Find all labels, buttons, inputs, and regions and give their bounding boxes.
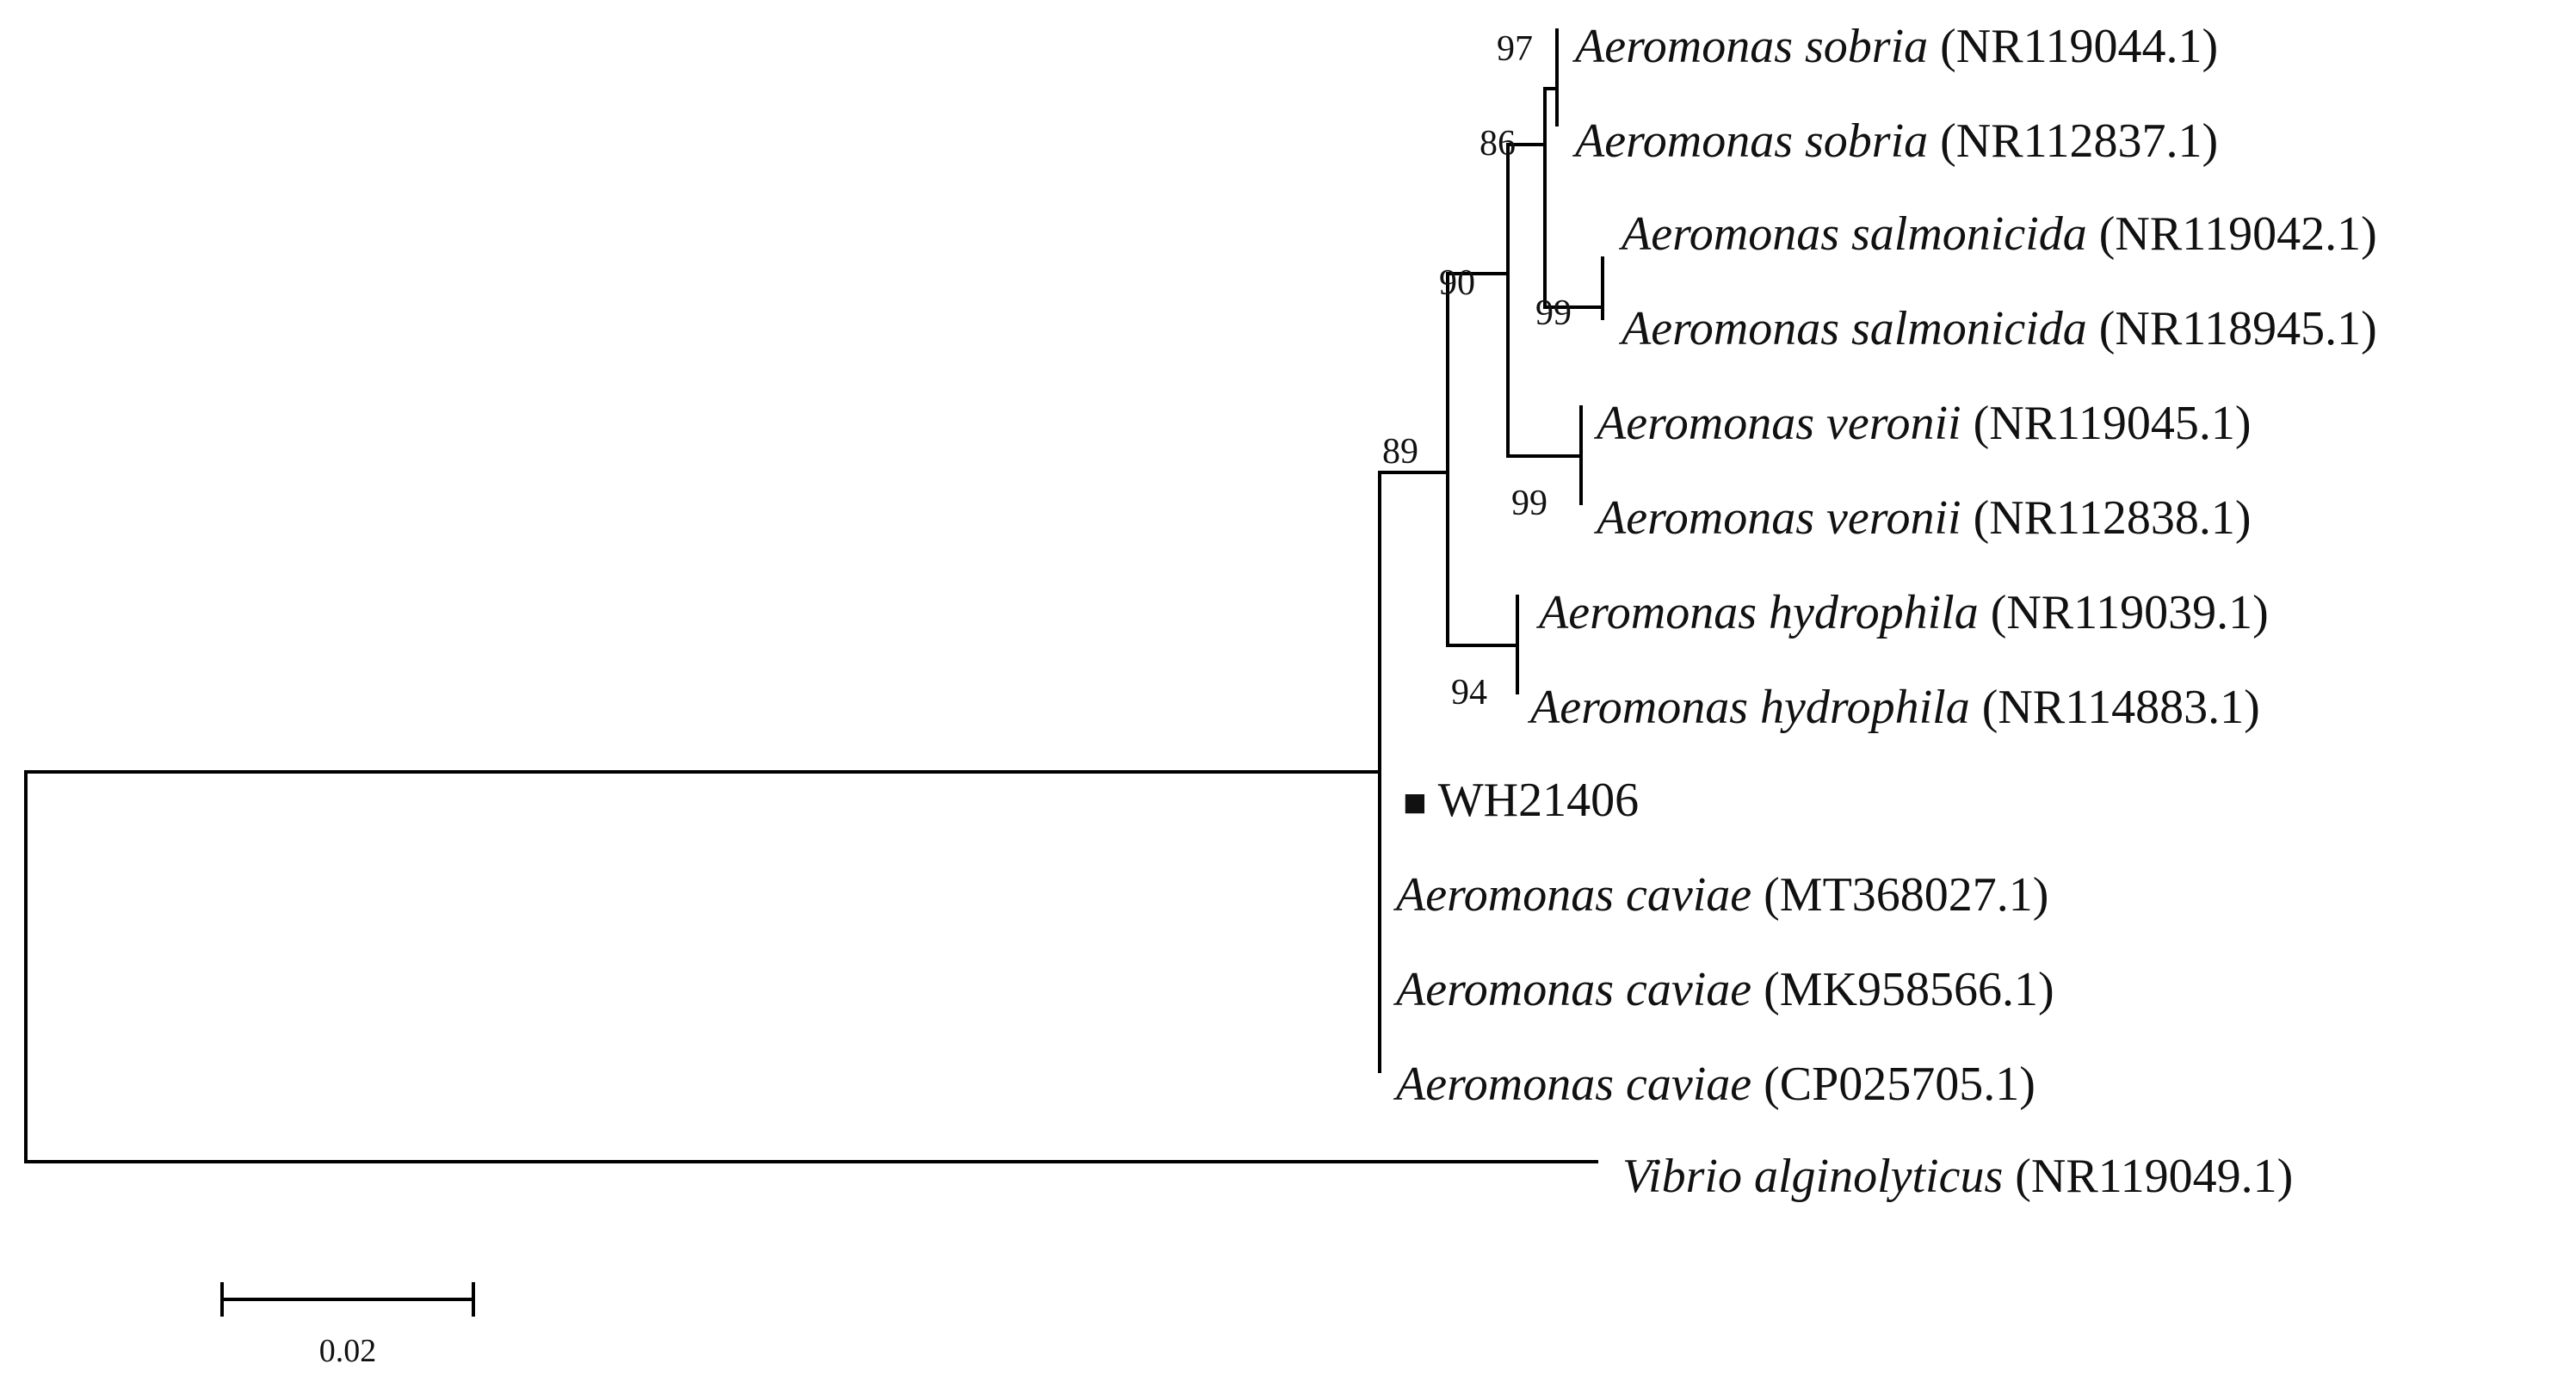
- bootstrap-value: 94: [1451, 673, 1487, 713]
- bootstrap-values: 97 86 99 90 99 89 94: [1382, 29, 1572, 713]
- bootstrap-value: 90: [1439, 263, 1475, 303]
- taxon-label: Aeromonas sobria (NR112837.1): [1572, 114, 2218, 168]
- scale-bar: 0.02: [220, 1282, 475, 1369]
- bootstrap-value: 99: [1511, 484, 1547, 523]
- taxon-label: Aeromonas caviae (MT368027.1): [1393, 868, 2048, 922]
- taxon-label: Aeromonas salmonicida (NR118945.1): [1618, 302, 2377, 355]
- taxon-label: Aeromonas hydrophila (NR119039.1): [1535, 586, 2269, 639]
- taxon-label: Aeromonas veronii (NR119045.1): [1593, 397, 2252, 450]
- taxon-label: Aeromonas hydrophila (NR114883.1): [1527, 681, 2260, 734]
- bootstrap-value: 97: [1497, 29, 1533, 69]
- taxon-labels: Aeromonas sobria (NR119044.1) Aeromonas …: [1393, 20, 2377, 1203]
- taxon-label: Aeromonas caviae (MK958566.1): [1393, 963, 2054, 1016]
- taxon-label: Aeromonas caviae (CP025705.1): [1393, 1058, 2035, 1111]
- bootstrap-value: 89: [1382, 432, 1418, 472]
- bootstrap-value: 86: [1480, 124, 1516, 163]
- study-isolate-label: ■ WH21406: [1403, 774, 1639, 827]
- taxon-label: Aeromonas salmonicida (NR119042.1): [1618, 207, 2377, 261]
- taxon-label: Aeromonas sobria (NR119044.1): [1572, 20, 2218, 73]
- outgroup-label: Vibrio alginolyticus (NR119049.1): [1622, 1150, 2293, 1203]
- taxon-label: Aeromonas veronii (NR112838.1): [1593, 491, 2252, 545]
- study-isolate-marker: ■: [1403, 780, 1427, 824]
- tree-branches: [24, 28, 1604, 1163]
- scale-bar-label: 0.02: [319, 1333, 377, 1369]
- bootstrap-value: 99: [1535, 293, 1572, 333]
